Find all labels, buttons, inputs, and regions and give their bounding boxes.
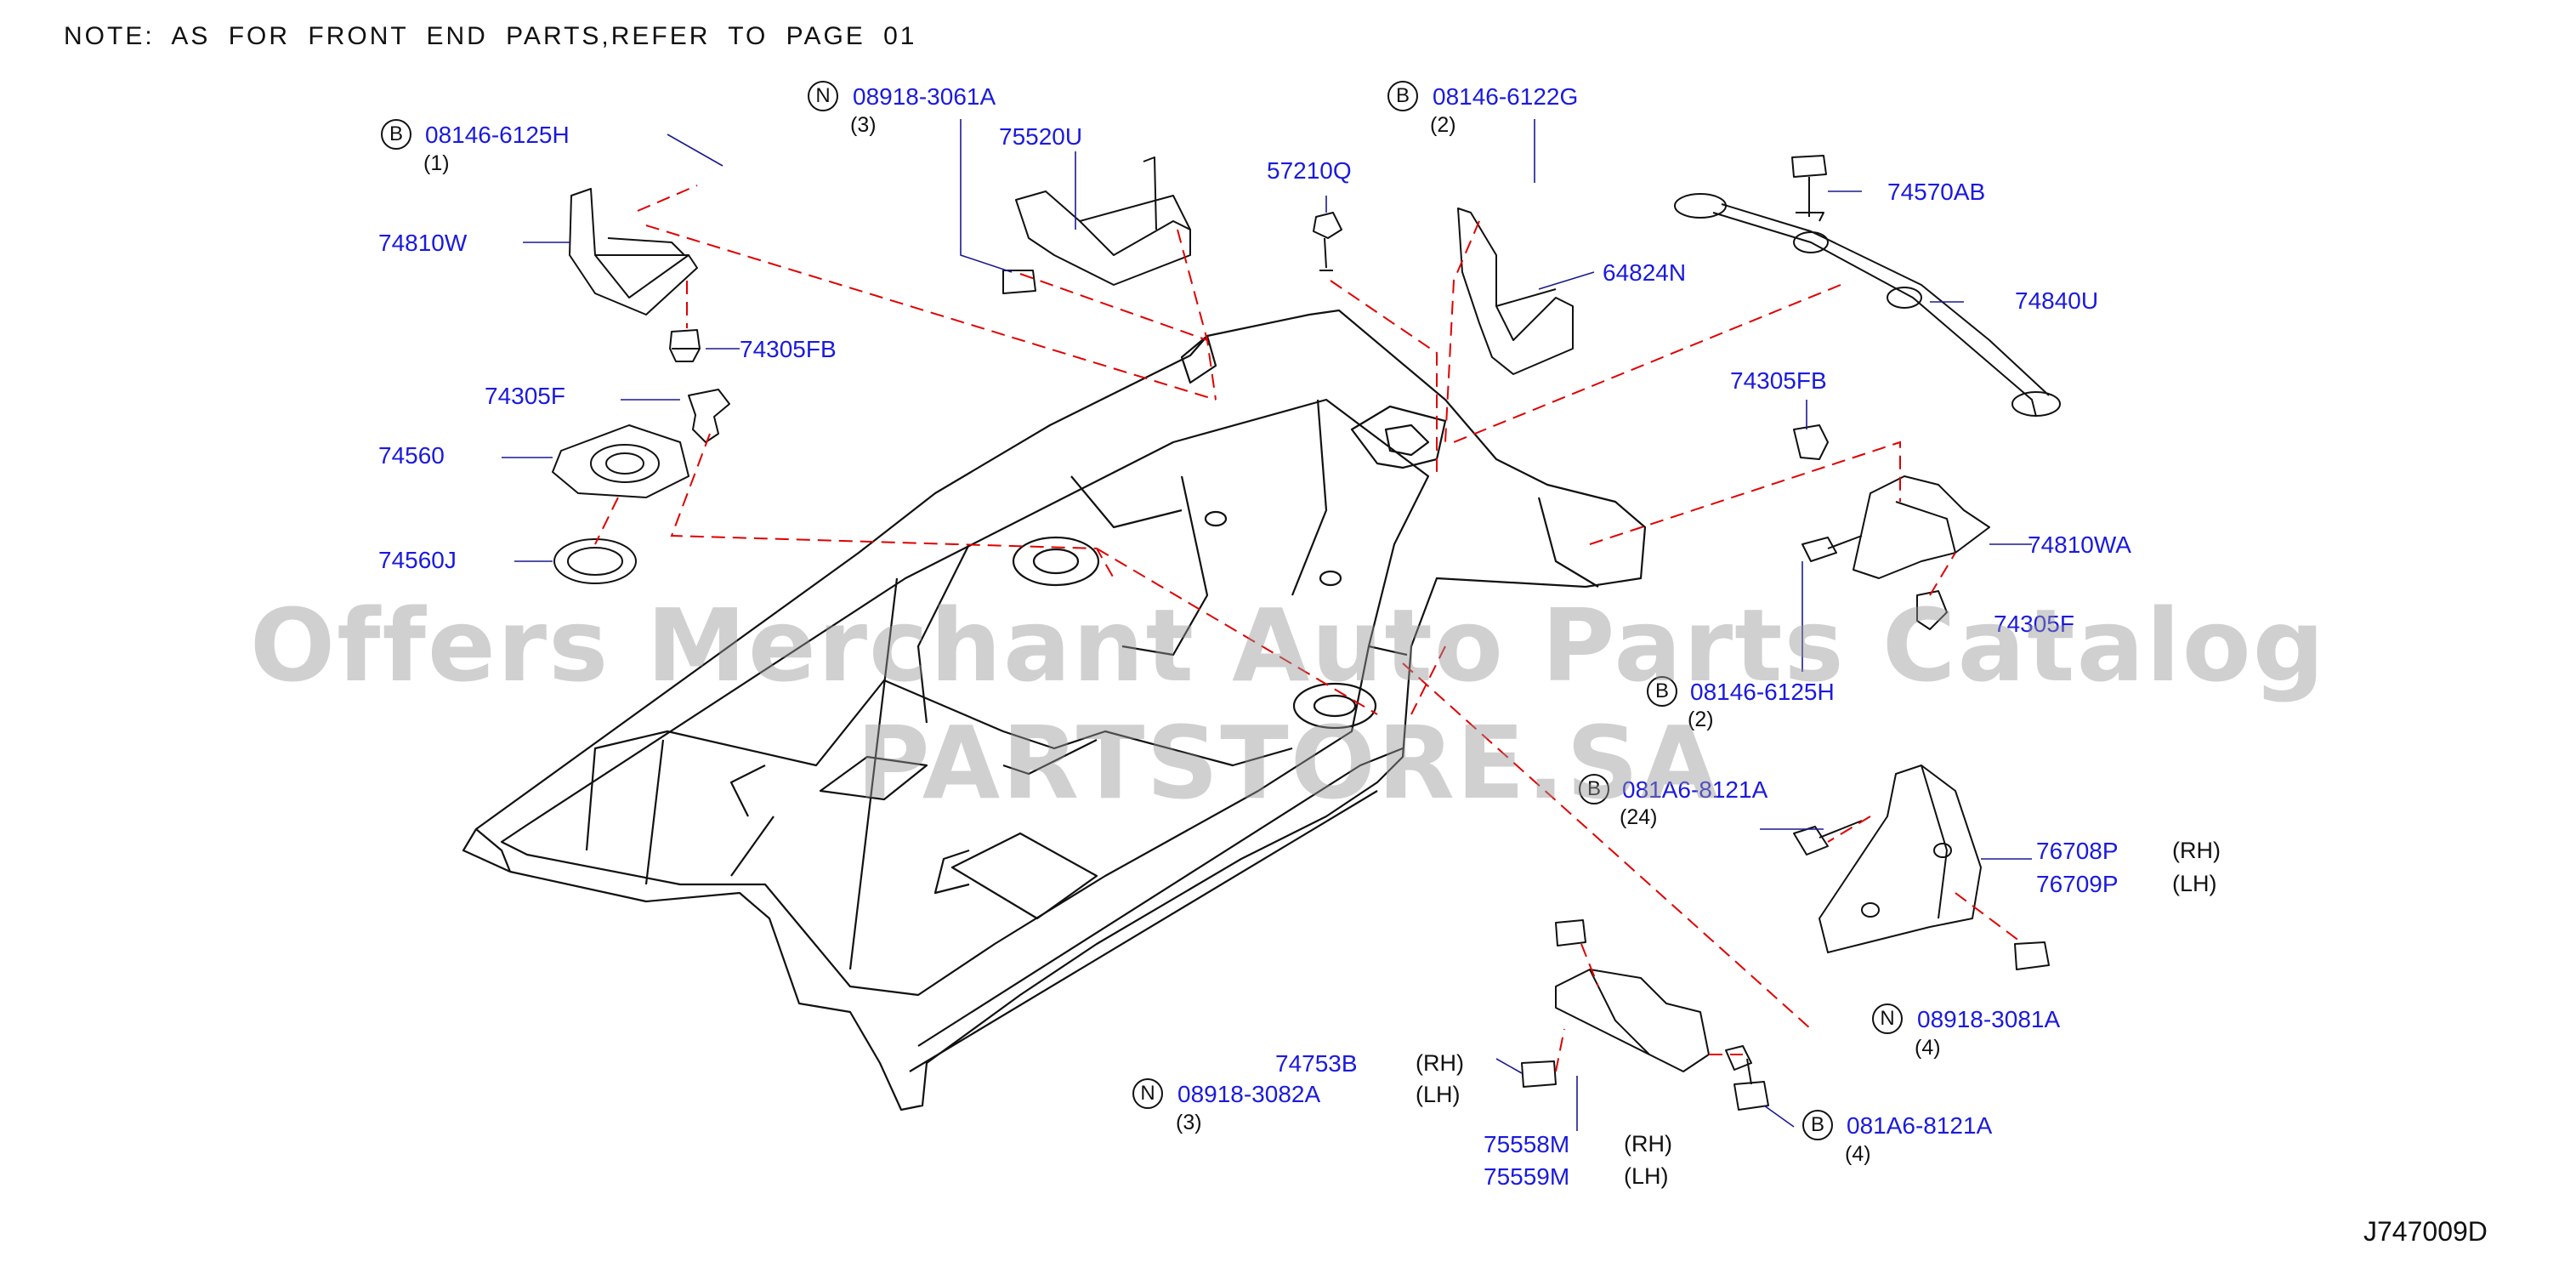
part-74560[interactable]: 74560 xyxy=(378,442,445,469)
bolt-prefix-icon: B xyxy=(1579,774,1609,804)
nut-prefix-icon: N xyxy=(1132,1078,1163,1109)
callout-081a6-8121a-24[interactable]: 081A6-8121A xyxy=(1622,776,1768,803)
side-lh: (LH) xyxy=(1416,1082,1461,1107)
nut-prefix-icon: N xyxy=(808,81,838,111)
callout-08918-3082a[interactable]: 08918-3082A xyxy=(1177,1081,1321,1107)
side-lh: (LH) xyxy=(2172,871,2217,896)
part-57210q[interactable]: 57210Q xyxy=(1267,157,1352,184)
part-74305f-right[interactable]: 74305F xyxy=(1994,611,2074,637)
part-74305fb-right[interactable]: 74305FB xyxy=(1730,367,1827,394)
callout-081a6-8121a-4[interactable]: 081A6-8121A xyxy=(1847,1112,1993,1139)
callout-qty: (3) xyxy=(1176,1111,1202,1134)
part-64824n[interactable]: 64824N xyxy=(1603,259,1687,286)
page-note: NOTE: AS FOR FRONT END PARTS,REFER TO PA… xyxy=(64,22,917,50)
callout-qty: (2) xyxy=(1430,113,1456,137)
part-74305f-left[interactable]: 74305F xyxy=(485,383,565,409)
side-rh: (RH) xyxy=(2172,838,2221,863)
side-lh: (LH) xyxy=(1624,1163,1669,1189)
callout-08146-6122g[interactable]: 08146-6122G xyxy=(1433,83,1579,110)
part-74810wa[interactable]: 74810WA xyxy=(2028,532,2131,558)
callout-qty: (24) xyxy=(1620,805,1658,829)
callout-qty: (3) xyxy=(850,113,877,137)
bolt-prefix-icon: B xyxy=(1647,676,1677,707)
part-74753b[interactable]: 74753B xyxy=(1275,1050,1358,1077)
dash-leaders xyxy=(594,185,2024,1072)
callout-qty: (4) xyxy=(1915,1036,1941,1060)
nut-prefix-icon: N xyxy=(1872,1003,1903,1034)
parts-shapes xyxy=(552,155,2061,1111)
callout-08146-6125h-right[interactable]: 08146-6125H xyxy=(1690,679,1835,705)
callout-08918-3061a[interactable]: 08918-3061A xyxy=(853,83,996,110)
part-76708p[interactable]: 76708P xyxy=(2036,838,2119,864)
callout-qty: (4) xyxy=(1845,1142,1871,1166)
part-74305fb-left[interactable]: 74305FB xyxy=(740,336,837,362)
solid-leaders xyxy=(502,119,2032,1131)
part-75558m[interactable]: 75558M xyxy=(1484,1131,1570,1157)
side-rh: (RH) xyxy=(1416,1050,1464,1076)
floor-panel xyxy=(462,309,1647,1111)
part-74570ab[interactable]: 74570AB xyxy=(1887,179,1986,205)
side-rh: (RH) xyxy=(1624,1131,1672,1157)
part-76709p[interactable]: 76709P xyxy=(2036,871,2119,897)
bolt-prefix-icon: B xyxy=(381,119,411,150)
callout-08146-6125h-top[interactable]: 08146-6125H xyxy=(425,122,570,148)
bolt-prefix-icon: B xyxy=(1802,1110,1833,1140)
diagram-code: J747009D xyxy=(2363,1216,2488,1247)
callout-08918-3081a[interactable]: 08918-3081A xyxy=(1917,1006,2061,1032)
callout-qty: (2) xyxy=(1688,708,1714,731)
part-74560j[interactable]: 74560J xyxy=(378,547,457,573)
part-74810w[interactable]: 74810W xyxy=(378,230,468,256)
bolt-prefix-icon: B xyxy=(1387,81,1418,111)
callout-qty: (1) xyxy=(423,151,450,175)
part-75559m[interactable]: 75559M xyxy=(1484,1163,1570,1190)
part-75520u[interactable]: 75520U xyxy=(999,123,1083,150)
part-74840u[interactable]: 74840U xyxy=(2015,287,2099,314)
